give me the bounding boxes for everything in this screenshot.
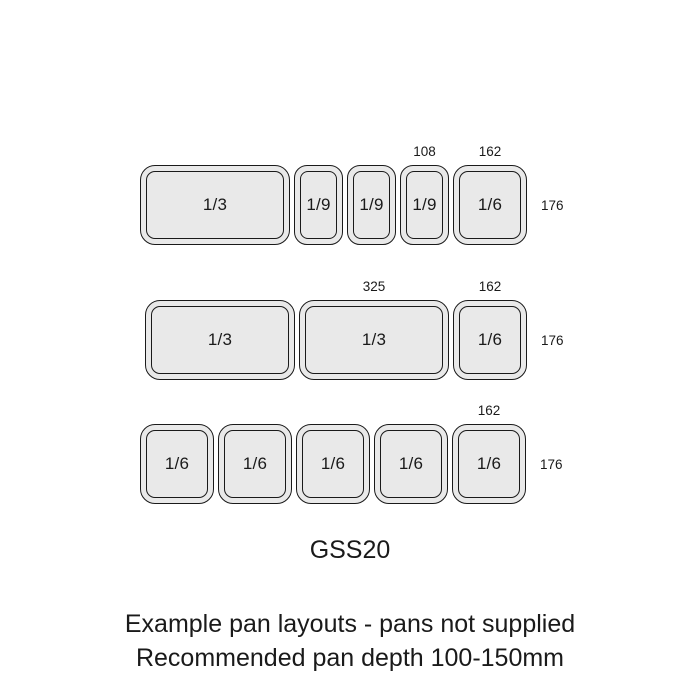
pan-inner-rim: 1/9 (353, 171, 390, 239)
pan-one-sixth: 162 1/6 (453, 279, 527, 380)
dimension-width-label: 162 (478, 279, 502, 294)
pan-one-ninth: 108 1/9 (400, 144, 449, 245)
pan-row-3: 1/6 1/6 1/6 1/6 162 1/6 176 (140, 403, 563, 504)
dimension-width-label: 325 (362, 279, 386, 294)
pan-inner-rim: 1/9 (300, 171, 337, 239)
pan-size-label: 1/3 (202, 195, 228, 214)
pan-inner-rim: 1/6 (146, 430, 208, 498)
pan-one-sixth: 162 1/6 (452, 403, 526, 504)
pan-row-1: 1/3 1/9 1/9 108 1/9 162 1/6 176 (140, 144, 564, 245)
pan-inner-rim: 1/6 (459, 306, 521, 374)
product-code: GSS20 (309, 536, 391, 564)
pan-size-label: 1/6 (477, 330, 503, 349)
pan-size-label: 1/6 (164, 454, 190, 473)
pan-size-label: 1/9 (359, 195, 384, 214)
dimension-depth-label: 176 (540, 456, 563, 472)
pan-one-sixth: 1/6 (374, 424, 448, 504)
dimension-width-label: 162 (477, 403, 501, 418)
pan-inner-rim: 1/6 (302, 430, 364, 498)
dimension-depth-label: 176 (541, 332, 564, 348)
pan-size-label: 1/9 (306, 195, 331, 214)
dimension-width-label: 162 (478, 144, 502, 159)
pan-inner-rim: 1/6 (459, 171, 521, 239)
pan-one-ninth: 1/9 (294, 165, 343, 245)
pan-inner-rim: 1/3 (146, 171, 284, 239)
pan-one-third: 1/3 (145, 300, 295, 380)
pan-one-third: 1/3 (140, 165, 290, 245)
pan-inner-rim: 1/3 (305, 306, 443, 374)
pan-size-label: 1/6 (242, 454, 268, 473)
pan-size-label: 1/6 (398, 454, 424, 473)
pan-one-sixth: 1/6 (218, 424, 292, 504)
pan-size-label: 1/3 (361, 330, 387, 349)
pan-one-third: 325 1/3 (299, 279, 449, 380)
pan-inner-rim: 1/6 (458, 430, 520, 498)
pan-row-2: 1/3 325 1/3 162 1/6 176 (145, 279, 564, 380)
pan-one-sixth: 1/6 (296, 424, 370, 504)
pan-size-label: 1/6 (320, 454, 346, 473)
pan-inner-rim: 1/6 (380, 430, 442, 498)
pan-inner-rim: 1/6 (224, 430, 286, 498)
pan-size-label: 1/3 (207, 330, 233, 349)
footer-line-1: Example pan layouts - pans not supplied (124, 610, 576, 638)
dimension-width-label: 108 (413, 144, 436, 159)
pan-inner-rim: 1/3 (151, 306, 289, 374)
pan-size-label: 1/6 (476, 454, 502, 473)
footer-note: Example pan layouts - pans not supplied … (0, 608, 700, 675)
dimension-depth-label: 176 (541, 197, 564, 213)
pan-inner-rim: 1/9 (406, 171, 443, 239)
pan-size-label: 1/6 (477, 195, 503, 214)
pan-one-sixth: 162 1/6 (453, 144, 527, 245)
pan-one-sixth: 1/6 (140, 424, 214, 504)
footer-line-2: Recommended pan depth 100-150mm (135, 643, 565, 672)
pan-one-ninth: 1/9 (347, 165, 396, 245)
pan-size-label: 1/9 (412, 195, 437, 214)
